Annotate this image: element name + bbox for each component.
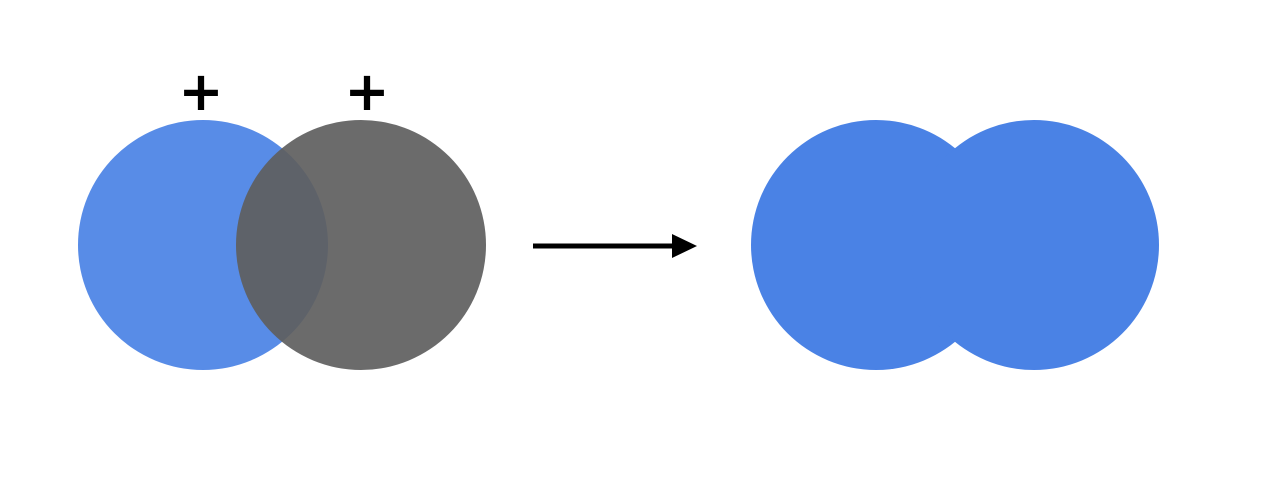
shape-a-plus-sign: +: [178, 60, 223, 123]
result-shape: [751, 120, 1159, 370]
result-right-circle: [909, 120, 1159, 370]
transform-arrow: [533, 234, 697, 258]
arrow-head: [672, 234, 697, 258]
shape-b-plus-sign: +: [344, 60, 389, 123]
input-shapes: [78, 120, 486, 370]
shape-b-circle: [236, 120, 486, 370]
